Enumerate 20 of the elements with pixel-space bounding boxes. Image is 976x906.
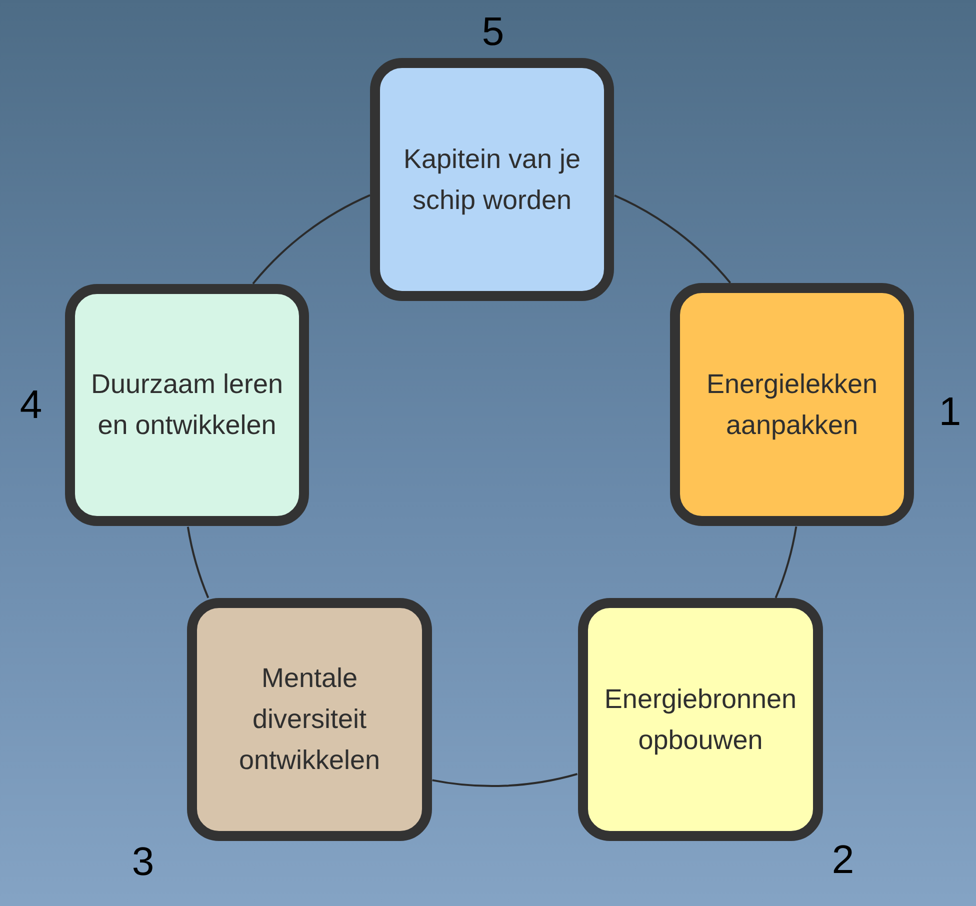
connector-arc [186,526,210,598]
step-number: 4 [20,385,42,425]
step-number: 1 [938,392,962,432]
connector-arc [252,194,370,284]
box-label: Mentale diversiteit ontwikkelen [238,662,382,777]
connector-arc [614,194,732,284]
box-label: Energielekken aanpakken [705,368,879,442]
box-label: Energiebronnen opbouwen [603,682,798,757]
step-number: 5 [482,12,504,52]
box-label: Kapitein van je schip worden [402,142,582,217]
box-label: Duurzaam leren en ontwikkelen [90,368,284,442]
rounded-box [187,598,432,841]
connector-arc [774,526,798,598]
rounded-box [65,284,309,526]
rounded-box [370,58,614,301]
rounded-box [578,598,823,841]
step-number: 3 [132,842,154,882]
connector-arc [432,773,578,787]
rounded-box [670,283,914,526]
step-number: 2 [832,840,854,880]
